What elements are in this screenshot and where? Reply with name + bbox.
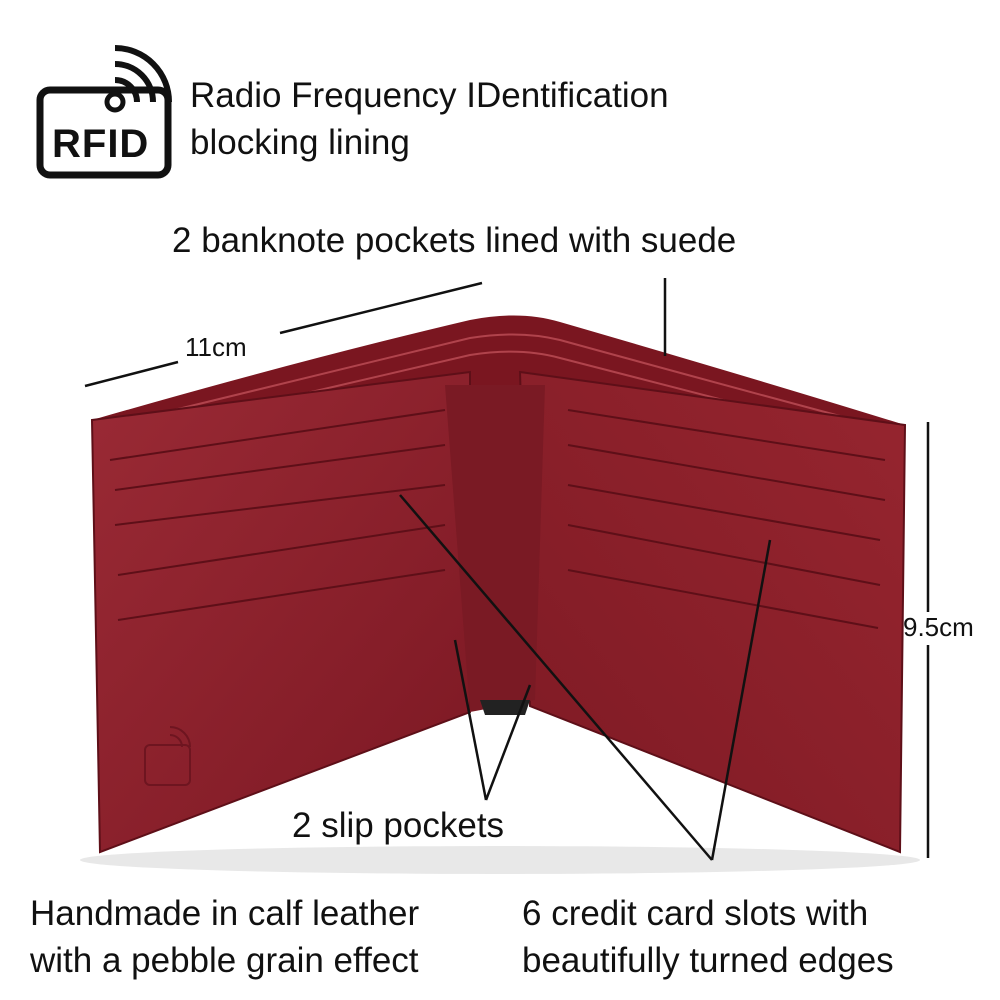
material-line1: Handmade in calf leather: [30, 894, 420, 933]
callout-lines: [84, 278, 930, 861]
height-dimension: 9.5cm: [903, 612, 974, 642]
rfid-icon: [36, 45, 172, 179]
material-line2: with a pebble grain effect: [30, 941, 419, 980]
rfid-icon-label: RFID: [52, 122, 150, 166]
right-panel: [518, 370, 907, 854]
card-slots-line2: beautifully turned edges: [522, 941, 894, 980]
banknote-callout: 2 banknote pockets lined with suede: [172, 221, 737, 260]
rfid-title: Radio Frequency IDentification: [190, 76, 669, 115]
left-card-slots: [109, 409, 446, 621]
embossed-rfid-logo: [144, 726, 191, 786]
left-panel: [90, 370, 471, 854]
spine: [445, 385, 545, 712]
card-slots-line1: 6 credit card slots with: [522, 894, 869, 933]
shadow: [80, 846, 920, 874]
width-dimension: 11cm: [185, 332, 247, 362]
slip-pockets-callout: 2 slip pockets: [292, 806, 505, 845]
rfid-subtitle: blocking lining: [190, 123, 410, 162]
right-card-slots: [567, 409, 886, 629]
